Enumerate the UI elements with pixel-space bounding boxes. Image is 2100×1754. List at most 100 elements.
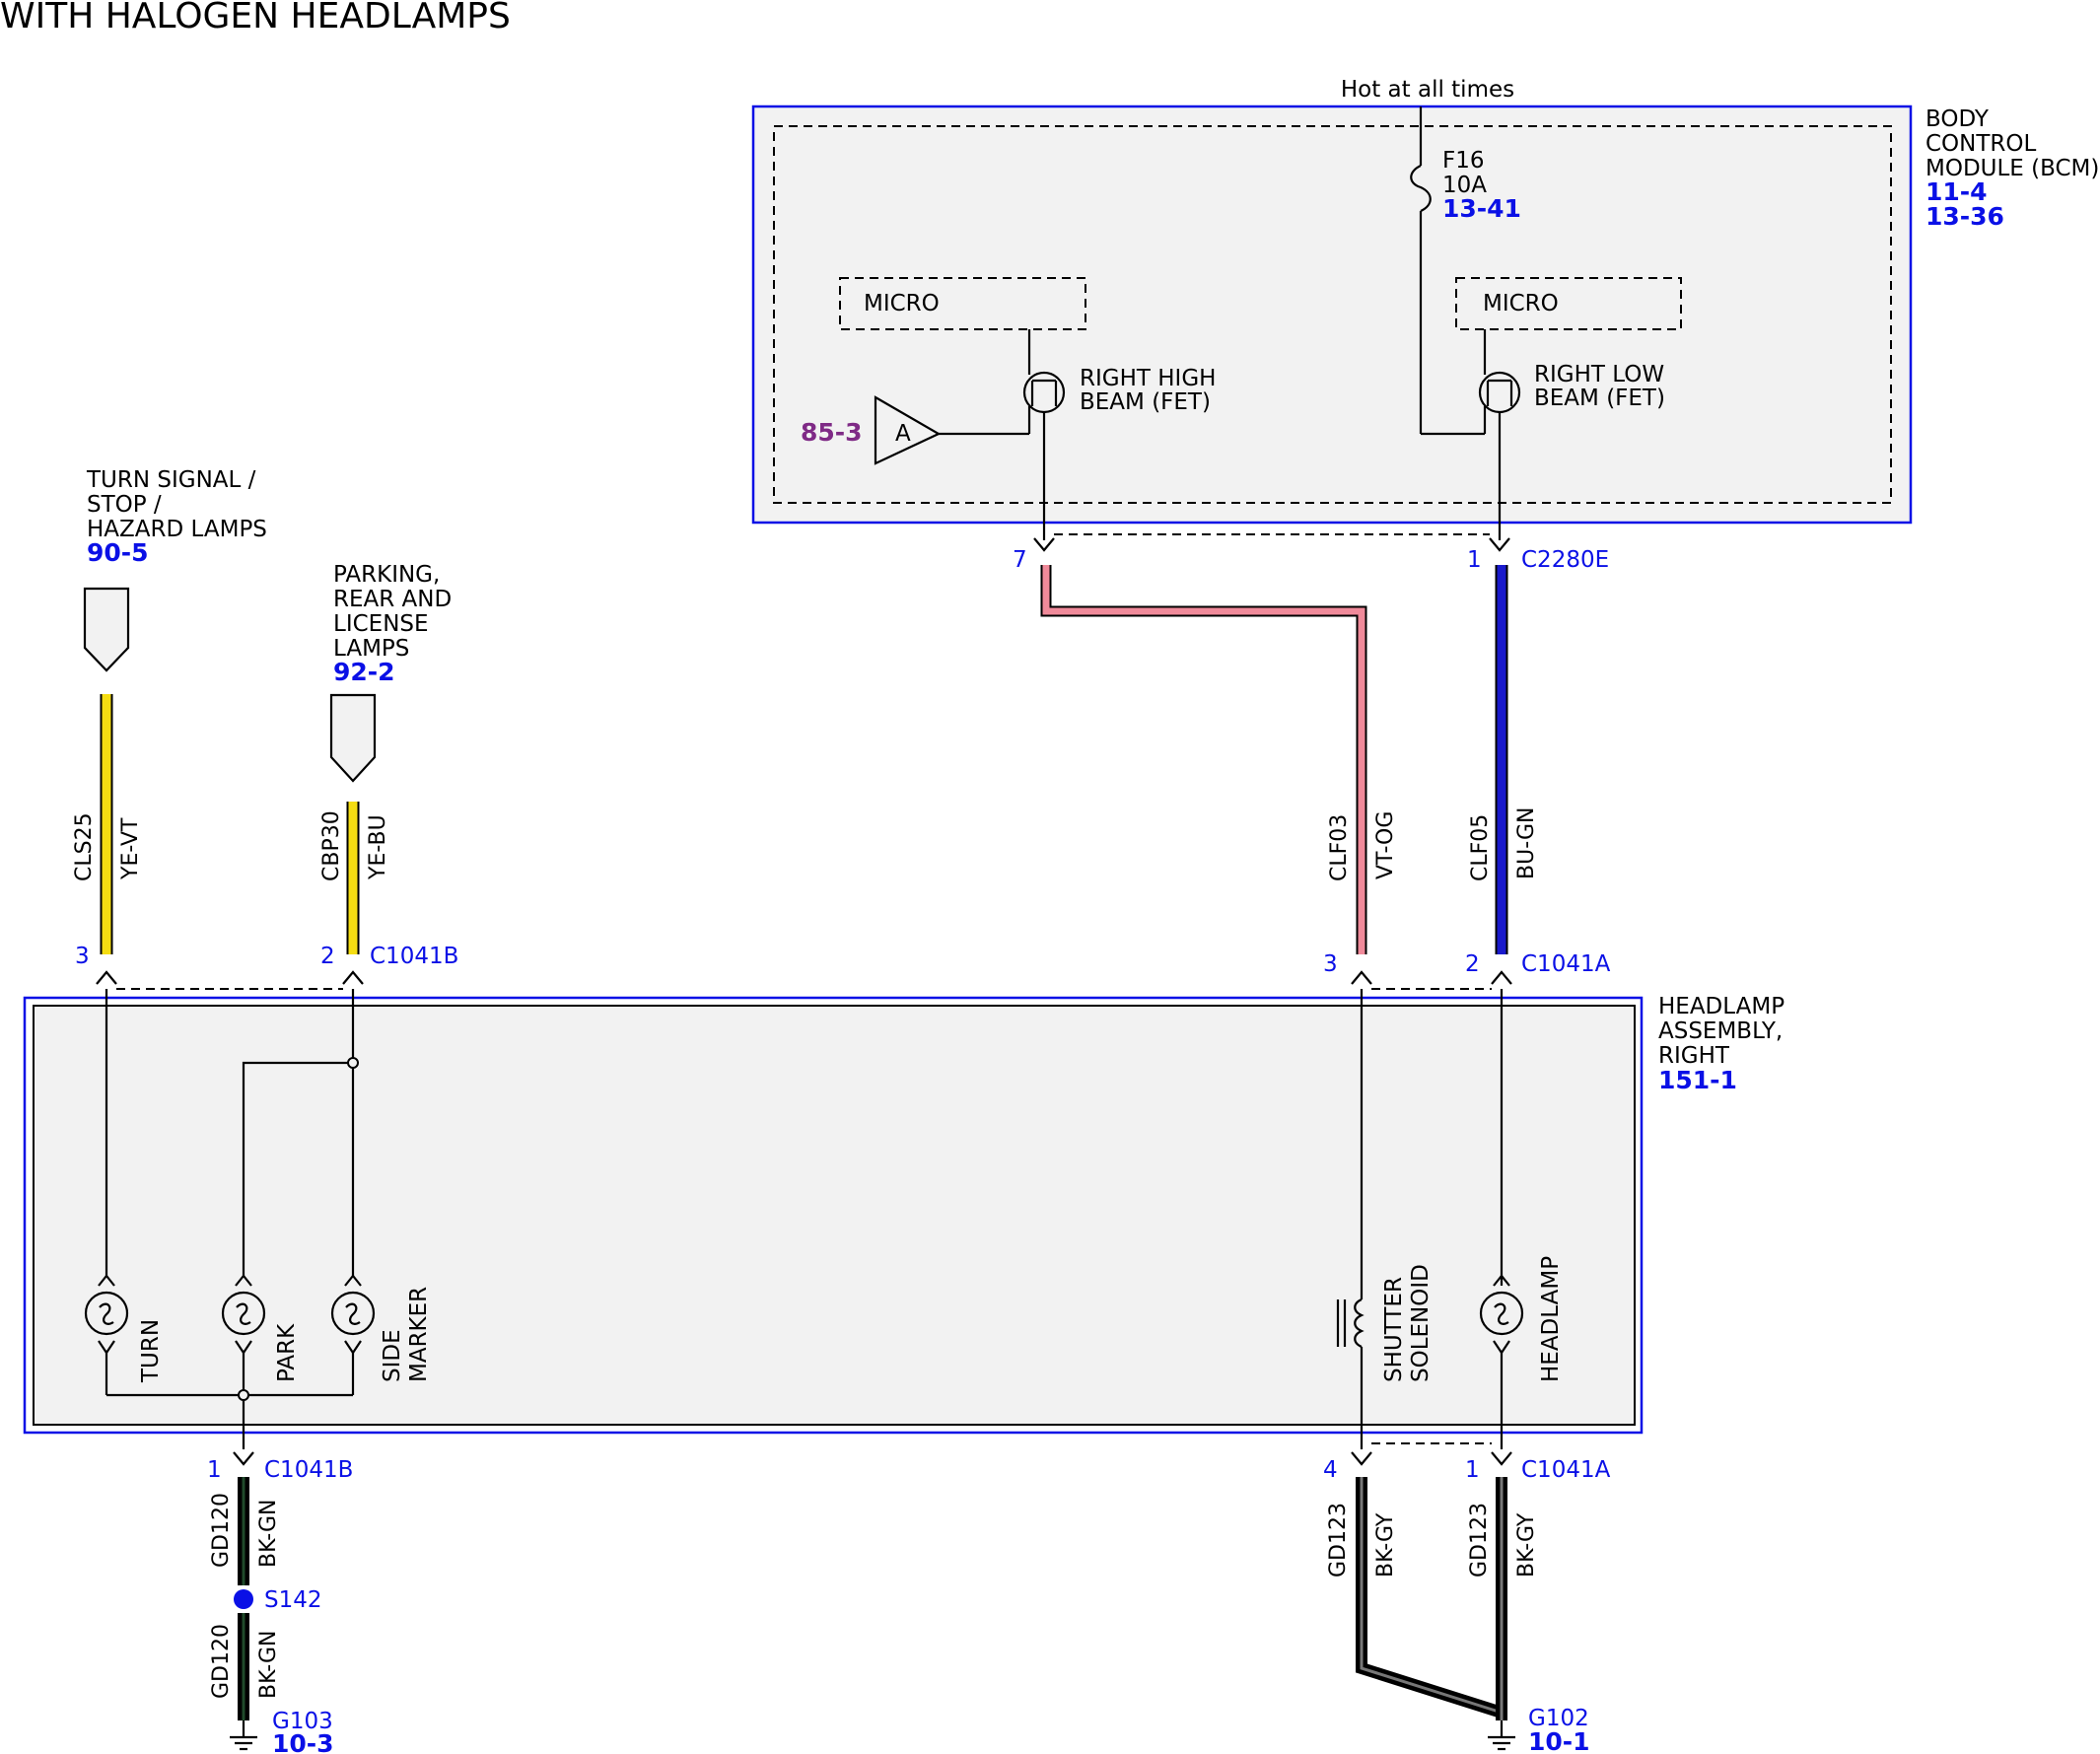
wire-park-circuit: CBP30: [319, 810, 344, 881]
wire-park-color: YE-BU: [366, 814, 390, 880]
fuse-name: F16: [1442, 148, 1485, 174]
park-source-ref[interactable]: 92-2: [333, 658, 395, 686]
c1041b-top-pin3-icon: [96, 970, 117, 985]
wire-ground-right-a-circuit: GD123: [1326, 1503, 1351, 1578]
c1041b-bottom-pin1-icon: [233, 1451, 254, 1466]
wire-low-beam[interactable]: CLF05 BU-GN: [1468, 565, 1539, 954]
splice-s142: [234, 1589, 253, 1609]
wire-turn-color: YE-VT: [118, 817, 143, 880]
shutter-label-1: SHUTTER: [1381, 1277, 1407, 1382]
parking-lamps-source: PARKING, REAR AND LICENSE LAMPS 92-2: [329, 562, 452, 783]
wire-high-beam-inner: [1042, 565, 1365, 954]
wire-ground-right-b-circuit: GD123: [1467, 1503, 1492, 1578]
bcm-outline: [751, 105, 1913, 525]
connector-c1041b-bottom: 1 C1041B: [207, 1451, 353, 1483]
turn-signal-source: TURN SIGNAL / STOP / HAZARD LAMPS 90-5: [83, 467, 267, 672]
c1041a-top-pin-shutter: 3: [1323, 951, 1338, 977]
turn-source-arrow-icon: [83, 587, 130, 672]
park-bulb-label: PARK: [274, 1323, 300, 1382]
power-label: Hot at all times: [1341, 77, 1514, 103]
park-branch-junction: [347, 1057, 359, 1069]
park-source-line-4: LAMPS: [333, 636, 409, 662]
turn-source-ref[interactable]: 90-5: [87, 538, 149, 567]
c1041b-top-pin-park: 2: [320, 944, 335, 969]
c1041a-top-pin-headlamp: 2: [1465, 951, 1480, 977]
connector-c1041b-top: 3 2 C1041B: [75, 944, 458, 990]
c2280e-pin1-icon: [1489, 537, 1510, 552]
wire-ground-left-lower-color: BK-GN: [256, 1631, 281, 1699]
connector-c1041a-top: 3 2 C1041A: [1323, 951, 1611, 990]
headlamp-assembly-ref[interactable]: 151-1: [1658, 1066, 1737, 1094]
c1041b-top-pin-turn: 3: [75, 944, 90, 969]
g102-ref[interactable]: 10-1: [1528, 1727, 1590, 1754]
c1041a-bottom-name: C1041A: [1521, 1457, 1611, 1483]
input-triangle-icon: [874, 395, 942, 465]
headlamp-bulb-icon: [1479, 1274, 1524, 1355]
high-beam-fet-label-1: RIGHT HIGH: [1080, 366, 1216, 391]
diagram-title: WITH HALOGEN HEADLAMPS: [0, 0, 511, 36]
input-ref[interactable]: 85-3: [801, 418, 863, 447]
wire-turn-circuit: CLS25: [72, 812, 97, 881]
fuse-ref[interactable]: 13-41: [1442, 194, 1521, 223]
side-marker-label-1: SIDE: [380, 1329, 405, 1382]
connector-c1041a-bottom: 4 1 C1041A: [1323, 1442, 1611, 1483]
turn-source-line-3: HAZARD LAMPS: [87, 517, 267, 542]
wire-high-beam-color: VT-OG: [1373, 811, 1398, 879]
c1041b-bottom-pin: 1: [207, 1457, 222, 1483]
low-beam-fet-label-2: BEAM (FET): [1534, 386, 1665, 411]
bcm-ref-1[interactable]: 11-4: [1925, 177, 1988, 206]
wire-high-beam-circuit: CLF03: [1327, 814, 1352, 881]
c1041b-top-name: C1041B: [370, 944, 458, 969]
wire-ground-right-a-color: BK-GY: [1373, 1512, 1398, 1578]
park-source-line-2: REAR AND: [333, 587, 452, 612]
park-source-line-3: LICENSE: [333, 611, 429, 637]
wire-low-beam-color: BU-GN: [1514, 807, 1539, 879]
wire-ground-right-b-color: BK-GY: [1514, 1512, 1539, 1578]
shutter-solenoid-icon: [1354, 1298, 1365, 1349]
c2280e-pin7: 7: [1013, 547, 1027, 573]
ground-g103: G103 10-3: [230, 1709, 334, 1754]
wire-ground-left-upper-color: BK-GN: [256, 1500, 281, 1568]
c2280e-name: C2280E: [1521, 547, 1609, 573]
wire-park[interactable]: CBP30 YE-BU: [319, 802, 390, 954]
connector-c2280e: 7 1 C2280E: [1013, 533, 1609, 573]
wire-ground-left-upper-circuit: GD120: [209, 1493, 234, 1568]
bcm-name-line-2: CONTROL: [1925, 131, 2037, 157]
c1041a-top-pin3-icon: [1351, 970, 1372, 985]
park-bulb-icon: [221, 1274, 266, 1355]
wire-turn[interactable]: CLS25 YE-VT: [72, 694, 143, 954]
input-letter: A: [895, 421, 911, 447]
headlamp-assembly-line-1: HEADLAMP: [1658, 994, 1785, 1019]
wire-low-beam-circuit: CLF05: [1468, 814, 1493, 881]
wire-high-beam[interactable]: CLF03 VT-OG: [1040, 565, 1398, 954]
headlamp-assembly-line-3: RIGHT: [1658, 1043, 1730, 1069]
shutter-label-2: SOLENOID: [1408, 1264, 1434, 1382]
splice-s142-label: S142: [264, 1587, 322, 1613]
wire-high-beam-outer: [1040, 565, 1367, 954]
g103-ref[interactable]: 10-3: [272, 1729, 334, 1754]
headlamp-assembly-inner: [33, 1005, 1636, 1426]
headlamp-bulb-label: HEADLAMP: [1538, 1256, 1564, 1382]
c1041b-top-pin2-icon: [342, 970, 364, 985]
park-source-arrow-icon: [329, 693, 377, 783]
c1041a-top-pin2-icon: [1491, 970, 1512, 985]
g102-name: G102: [1528, 1706, 1589, 1731]
wire-ground-left-lower-circuit: GD120: [209, 1624, 234, 1699]
wire-ground-right[interactable]: GD123 BK-GY GD123 BK-GY: [1326, 1477, 1539, 1720]
headlamp-assembly-line-2: ASSEMBLY,: [1658, 1018, 1783, 1044]
turn-bulb-label: TURN: [138, 1319, 164, 1383]
ground-g102: G102 10-1: [1488, 1706, 1590, 1754]
body-control-module: BODY CONTROL MODULE (BCM) 11-4 13-36 Hot…: [751, 77, 2099, 540]
c2280e-pin1: 1: [1467, 547, 1482, 573]
c1041a-top-name: C1041A: [1521, 951, 1611, 977]
fuse-rating: 10A: [1442, 173, 1487, 198]
c1041a-bottom-pin1-icon: [1491, 1451, 1512, 1466]
c1041a-bottom-pin-shutter: 4: [1323, 1457, 1338, 1483]
micro-label-right: MICRO: [1483, 291, 1559, 316]
bulbs-return-junction: [238, 1389, 249, 1401]
fuse-icon: [1410, 165, 1432, 212]
wire-ground-left[interactable]: GD120 BK-GN S142 GD120 BK-GN: [209, 1477, 322, 1720]
bcm-ref-2[interactable]: 13-36: [1925, 202, 2004, 231]
c1041a-bottom-pin4-icon: [1351, 1451, 1372, 1466]
turn-source-line-2: STOP /: [87, 492, 162, 518]
